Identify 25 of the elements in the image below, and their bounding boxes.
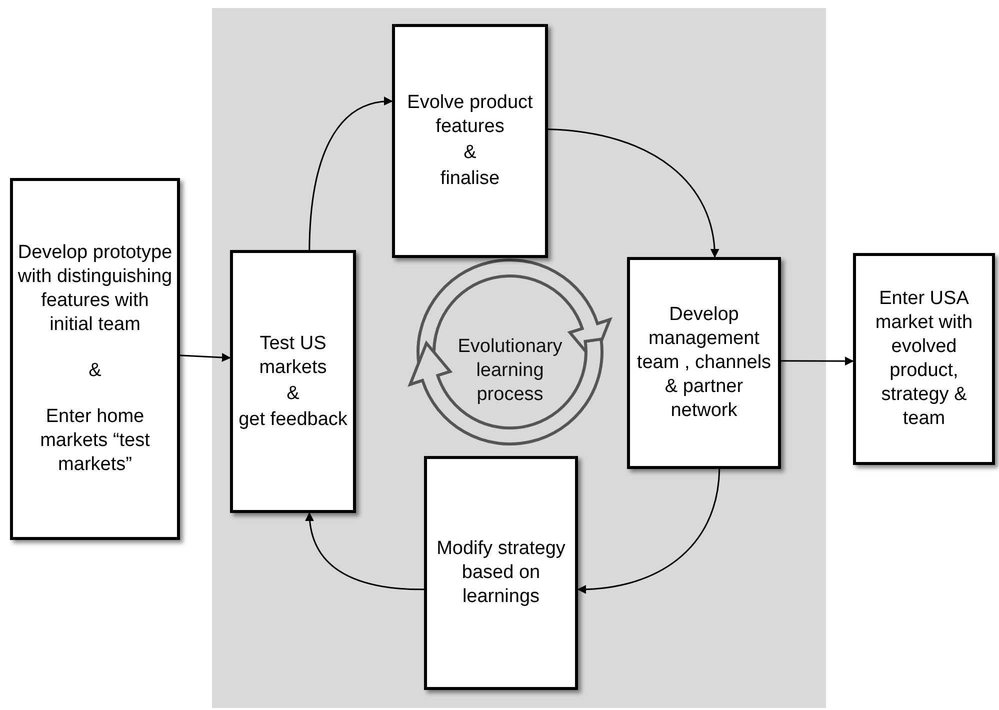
arrow — [306, 512, 424, 590]
box-text: & — [88, 359, 102, 383]
box-text: Modify strategy based on learnings — [436, 537, 566, 609]
process-box — [424, 456, 578, 690]
box-text: Test US markets — [258, 332, 328, 380]
box-text: Enter home markets “test markets” — [39, 405, 151, 477]
process-box — [392, 24, 548, 258]
box-text: & — [286, 382, 300, 406]
arrow — [548, 128, 719, 258]
box-text: Develop management team , channels & partner network — [636, 303, 772, 423]
box-text: & — [464, 141, 476, 165]
box-text: Develop prototype with distinguishing features with initial team — [17, 241, 173, 337]
arrow — [308, 97, 393, 250]
process-box — [230, 250, 356, 513]
arrow — [781, 356, 854, 366]
box-text: Evolve product features — [406, 91, 534, 139]
process-box — [853, 253, 995, 465]
cycle-label: Evolutionary learning process — [456, 335, 564, 407]
arrow — [180, 352, 231, 362]
box-text: finalise — [440, 167, 500, 191]
arrow — [577, 468, 720, 594]
process-box — [10, 178, 180, 540]
process-box — [627, 257, 781, 469]
box-text: Enter USA market with evolved product, strategy & team — [874, 287, 974, 431]
box-text: get feedback — [238, 408, 348, 432]
